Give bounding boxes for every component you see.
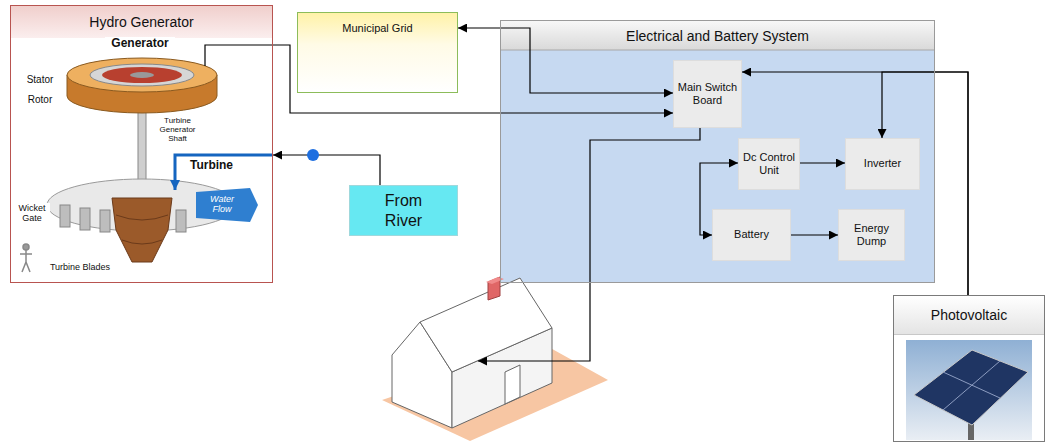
wicket-gate bbox=[80, 208, 90, 230]
process-box: Dc Control Unit bbox=[738, 138, 800, 190]
house-icon bbox=[382, 277, 608, 441]
panel-ground bbox=[501, 50, 934, 282]
part-label: Rotor bbox=[20, 94, 60, 106]
box-label: Energy Dump bbox=[842, 222, 901, 248]
wicket-gate bbox=[100, 210, 110, 232]
sky bbox=[906, 340, 1032, 440]
process-box: Main Switch Board bbox=[673, 60, 742, 128]
header-rule bbox=[501, 50, 934, 51]
box-label: From River bbox=[372, 191, 436, 229]
part-label: Stator bbox=[20, 74, 60, 86]
water-flow-arrow bbox=[196, 188, 258, 222]
hub bbox=[130, 72, 154, 78]
turbine-runner bbox=[112, 198, 172, 262]
panel-title: Photovoltaic bbox=[894, 296, 1044, 335]
grid-box: Municipal Grid bbox=[297, 12, 458, 93]
part-label: Generator bbox=[105, 37, 175, 51]
process-box: Energy Dump bbox=[838, 209, 905, 261]
house-wire bbox=[478, 128, 700, 361]
system-panel: Electrical and Battery SystemMain Switch… bbox=[500, 20, 935, 283]
house-roof bbox=[420, 278, 552, 372]
stator-top bbox=[67, 58, 217, 92]
water-pipe bbox=[175, 155, 273, 190]
wicket-gate bbox=[60, 205, 70, 227]
generator-figure bbox=[20, 45, 273, 272]
person-icon bbox=[20, 244, 32, 272]
connector bbox=[791, 234, 838, 235]
box-label: Municipal Grid bbox=[342, 22, 412, 35]
box-label: Inverter bbox=[864, 157, 901, 170]
connector bbox=[273, 155, 380, 185]
rotor-ring bbox=[90, 64, 194, 86]
connector bbox=[800, 162, 845, 163]
part-label: Turbine Blades bbox=[40, 262, 120, 272]
box-label: Main Switch Board bbox=[677, 81, 738, 107]
door bbox=[505, 365, 520, 404]
part-label: Turbine Generator Shaft bbox=[150, 116, 205, 144]
panel-grid bbox=[943, 361, 1000, 410]
junction-dot bbox=[307, 149, 319, 161]
box-label: Dc Control Unit bbox=[742, 151, 796, 177]
process-box: Inverter bbox=[845, 138, 920, 190]
box-label: Battery bbox=[734, 228, 769, 241]
rotor bbox=[102, 67, 182, 83]
part-label: Water Flow bbox=[201, 194, 243, 215]
panel-title: Electrical and Battery System bbox=[501, 21, 934, 51]
wicket-gate bbox=[176, 210, 186, 232]
solar-photo bbox=[906, 340, 1032, 440]
panel-title: Hydro Generator bbox=[11, 6, 272, 38]
blade bbox=[116, 215, 168, 220]
wire bbox=[205, 45, 273, 66]
blade bbox=[122, 240, 162, 244]
panel-header bbox=[501, 21, 934, 50]
part-label: Wicket Gate bbox=[14, 203, 50, 224]
source-panel: Photovoltaic bbox=[893, 295, 1045, 442]
source-box: From River bbox=[349, 185, 458, 236]
solar-panel bbox=[914, 350, 1028, 425]
process-box: Battery bbox=[712, 209, 791, 261]
part-label: Turbine bbox=[184, 159, 239, 173]
